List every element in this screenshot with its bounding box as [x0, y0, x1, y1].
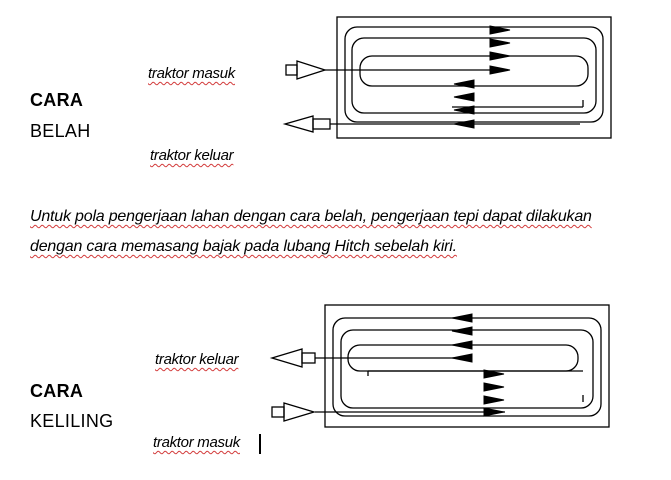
- keliling-direction-arrow-icon: [483, 369, 505, 379]
- belah-entry-arrow-icon: [296, 60, 328, 80]
- keliling-exit-label: traktor keluar: [155, 351, 239, 368]
- paragraph-line-1: Untuk pola pengerjaan lahan dengan cara …: [30, 208, 592, 225]
- keliling-heading-line1: CARA: [30, 381, 84, 401]
- text-cursor[interactable]: [259, 434, 261, 454]
- keliling-exit-arrow-icon: [269, 348, 303, 368]
- belah-direction-arrow-icon: [453, 119, 475, 129]
- keliling-field-border: [324, 304, 610, 428]
- belah-direction-arrow-icon: [453, 105, 475, 115]
- belah-direction-arrow-icon: [489, 38, 511, 48]
- keliling-direction-arrow-icon: [483, 395, 505, 405]
- keliling-direction-arrow-icon: [451, 313, 473, 323]
- belah-field-border: [336, 16, 612, 139]
- belah-heading-line2: BELAH: [30, 121, 91, 141]
- belah-exit-label: traktor keluar: [150, 147, 234, 164]
- belah-direction-arrow-icon: [453, 92, 475, 102]
- belah-direction-arrow-icon: [489, 25, 511, 35]
- paragraph-line-2: dengan cara memasang bajak pada lubang H…: [30, 238, 457, 255]
- belah-direction-arrow-icon: [489, 51, 511, 61]
- keliling-direction-arrow-icon: [483, 382, 505, 392]
- keliling-direction-arrow-icon: [451, 326, 473, 336]
- keliling-heading-line2: KELILING: [30, 411, 114, 431]
- keliling-direction-arrow-icon: [451, 340, 473, 350]
- belah-heading-line1: CARA: [30, 90, 84, 110]
- belah-direction-arrow-icon: [489, 65, 511, 75]
- keliling-direction-arrow-icon: [451, 353, 473, 363]
- belah-direction-arrow-icon: [453, 79, 475, 89]
- keliling-entry-arrow-icon: [283, 402, 317, 422]
- keliling-direction-arrow-icon: [483, 407, 505, 417]
- keliling-enter-label: traktor masuk: [153, 434, 240, 451]
- belah-enter-label: traktor masuk: [148, 65, 235, 82]
